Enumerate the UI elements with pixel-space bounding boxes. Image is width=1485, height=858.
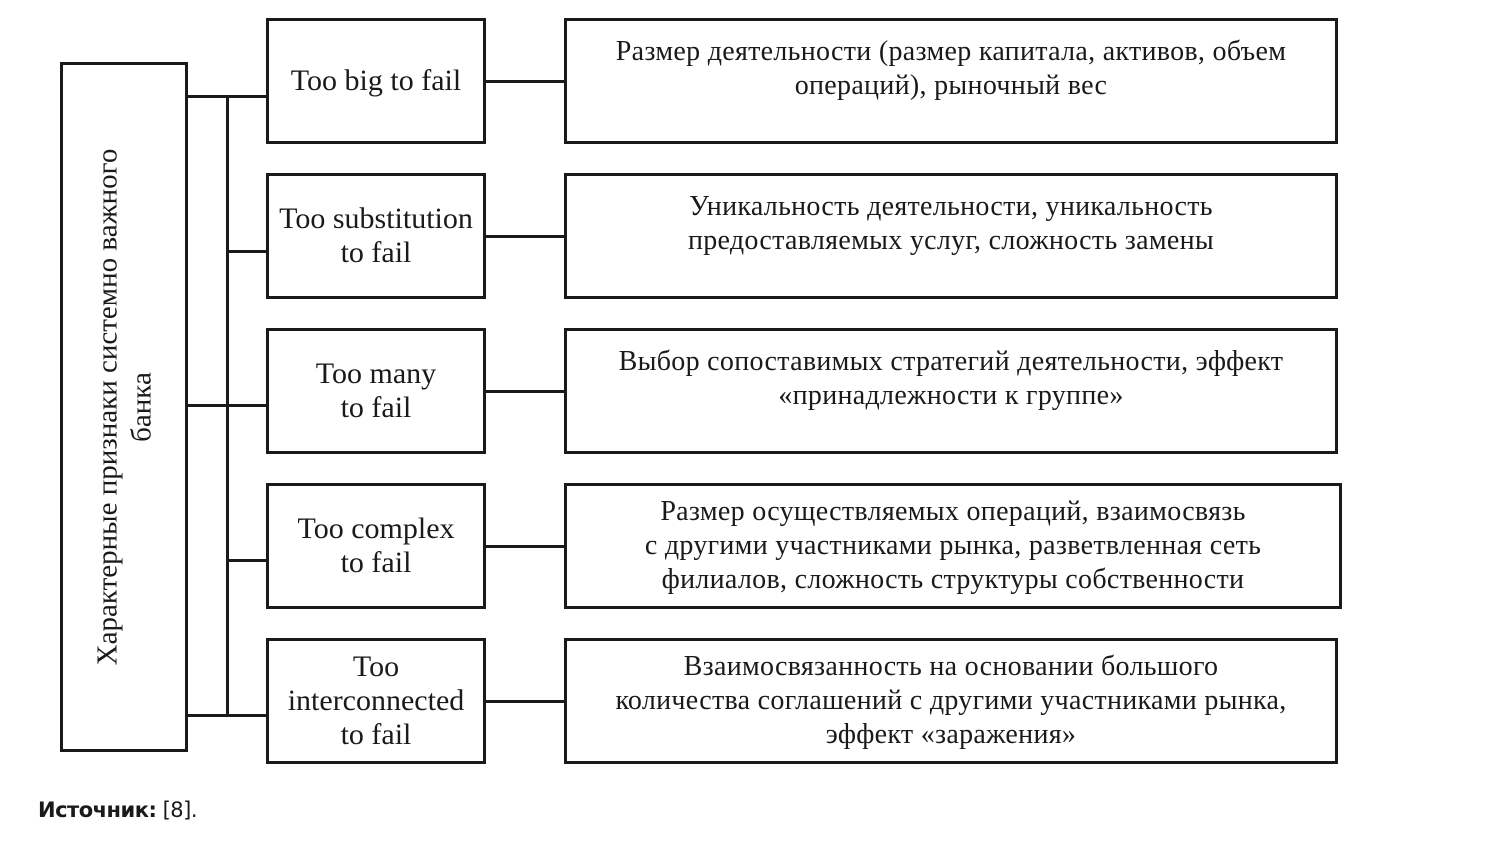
description-line: Уникальность деятельности, уникальность xyxy=(689,191,1213,222)
category-label: to fail xyxy=(340,236,412,269)
connector-root-middle xyxy=(188,404,268,407)
root-label-line-2: банка xyxy=(125,372,157,442)
category-box-too-substitution: Too substitution to fail xyxy=(266,173,486,299)
connector-link-1 xyxy=(486,80,566,83)
connector-link-3 xyxy=(486,390,566,393)
description-line: с другими участниками рынка, разветвленн… xyxy=(644,530,1262,561)
category-label: to fail xyxy=(340,391,412,424)
description-line: Размер осуществляемых операций, взаимосв… xyxy=(660,496,1246,527)
category-label: Too complex xyxy=(297,512,455,545)
category-label: Too many xyxy=(315,357,437,390)
category-box-too-big: Too big to fail xyxy=(266,18,486,144)
description-line: Взаимосвязанность на основании большого xyxy=(683,651,1219,682)
description-box-too-interconnected: Взаимосвязанность на основании большого … xyxy=(564,638,1338,764)
connector-link-5 xyxy=(486,700,566,703)
category-label: to fail xyxy=(340,546,412,579)
description-line: предоставляемых услуг, сложность замены xyxy=(687,225,1215,256)
source-label: Источник: xyxy=(38,798,157,822)
category-box-too-many: Too many to fail xyxy=(266,328,486,454)
description-line: Размер деятельности (размер капитала, ак… xyxy=(615,36,1287,67)
description-line: операций), рыночный вес xyxy=(794,70,1108,101)
description-line: количества соглашений с другими участник… xyxy=(615,685,1287,716)
source-reference: [8]. xyxy=(156,798,198,822)
description-line: Выбор сопоставимых стратегий деятельност… xyxy=(618,346,1284,377)
connector-link-4 xyxy=(486,545,566,548)
category-box-too-interconnected: Too interconnected to fail xyxy=(266,638,486,764)
category-label: Too big to fail xyxy=(290,64,462,97)
description-line: «принадлежности к группе» xyxy=(778,380,1124,411)
description-line: филиалов, сложность структуры собственно… xyxy=(661,564,1245,595)
category-label: Too substitution xyxy=(279,202,473,235)
connector-link-2 xyxy=(486,235,566,238)
category-label: Too xyxy=(352,650,400,683)
category-label: to fail xyxy=(340,718,412,751)
root-label-line-1: Характерные признаки системно важного xyxy=(91,148,123,666)
description-box-too-substitution: Уникальность деятельности, уникальность … xyxy=(564,173,1338,299)
description-box-too-big: Размер деятельности (размер капитала, ак… xyxy=(564,18,1338,144)
root-node: Характерные признаки системно важного ба… xyxy=(60,62,188,752)
root-label: Характерные признаки системно важного ба… xyxy=(90,149,158,666)
connector-root-top xyxy=(188,95,268,98)
description-box-too-many: Выбор сопоставимых стратегий деятельност… xyxy=(564,328,1338,454)
description-box-too-complex: Размер осуществляемых операций, взаимосв… xyxy=(564,483,1342,609)
category-box-too-complex: Too complex to fail xyxy=(266,483,486,609)
source-caption: Источник: [8]. xyxy=(38,798,198,822)
description-line: эффект «заражения» xyxy=(825,719,1077,750)
connector-root-bottom xyxy=(188,714,268,717)
connector-branch-2 xyxy=(226,250,268,253)
category-label: interconnected xyxy=(287,684,465,717)
connector-branch-4 xyxy=(226,559,268,562)
